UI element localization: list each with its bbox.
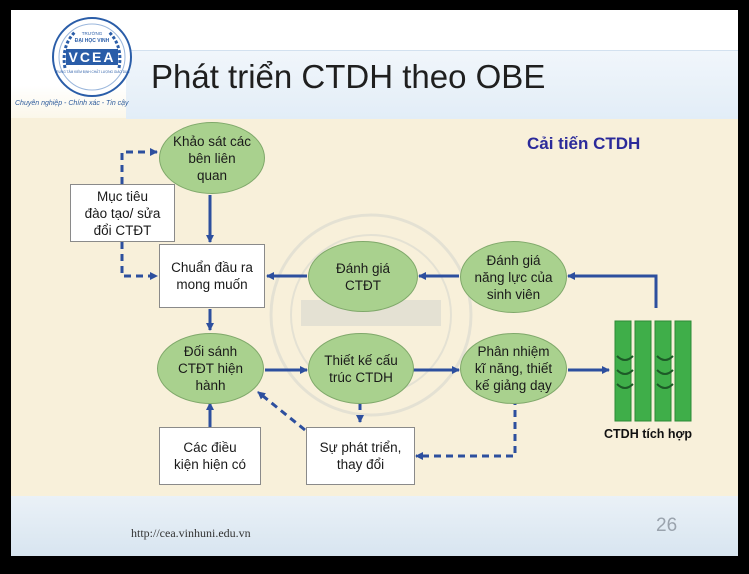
vcea-logo: TRƯỜNG ĐẠI HỌC VINH VCEA TRUNG TÂM KIỂM … [52,17,132,97]
node-cac-dieu-kien: Các điều kiện hiện có [159,427,261,485]
ctdh-bars-icon [614,320,692,422]
node-muc-tieu: Mục tiêu đào tạo/ sửa đổi CTĐT [70,184,175,242]
node-danh-gia-ctdt: Đánh giá CTĐT [308,241,418,312]
node-chuan-dau-ra: Chuẩn đầu ra mong muốn [159,244,265,308]
node-thiet-ke: Thiết kế cấu trúc CTDH [308,333,414,404]
arrow-ctdh-to-nang-luc [567,272,658,308]
header-band [126,50,738,119]
logo-small-top: TRƯỜNG [82,30,103,36]
slide-footer [11,496,738,556]
watermark-seal [269,213,473,417]
node-phan-nhiem: Phân nhiệm kĩ năng, thiết kế giảng dạy [460,333,567,404]
slide: TRƯỜNG ĐẠI HỌC VINH VCEA TRUNG TÂM KIỂM … [11,10,738,556]
section-title: Cải tiến CTDH [527,134,641,153]
dashed-muc-tieu-to-chuan [120,242,158,280]
slide-header: TRƯỜNG ĐẠI HỌC VINH VCEA TRUNG TÂM KIỂM … [11,10,738,119]
footer-url[interactable]: http://cea.vinhuni.edu.vn [131,526,251,540]
slide-title: Phát triển CTDH theo OBE [151,58,546,95]
node-danh-gia-nang-luc: Đánh giá năng lực của sinh viên [460,241,567,313]
logo-small-mid: ĐẠI HỌC VINH [75,38,110,44]
logo-small-bottom: TRUNG TÂM KIỂM ĐỊNH CHẤT LƯỢNG GIÁO DỤC [54,69,130,74]
dashed-muc-tieu-to-khao-sat [120,148,158,184]
flow-diagram [120,148,692,460]
ctdh-label: CTDH tích hợp [604,427,693,441]
dashed-phan-nhiem-to-su-phat-trien [415,398,517,460]
node-su-phat-trien: Sự phát triển, thay đổi [306,427,415,485]
dashed-su-phat-trien-to-doi-sanh [257,390,306,432]
node-doi-sanh: Đối sánh CTĐT hiện hành [157,333,264,404]
tagline: Chuyên nghiệp - Chính xác - Tin cậy [15,100,129,107]
logo-text: VCEA [69,49,116,65]
page-number: 26 [656,515,678,536]
node-khao-sat: Khảo sát các bên liên quan [159,122,265,194]
